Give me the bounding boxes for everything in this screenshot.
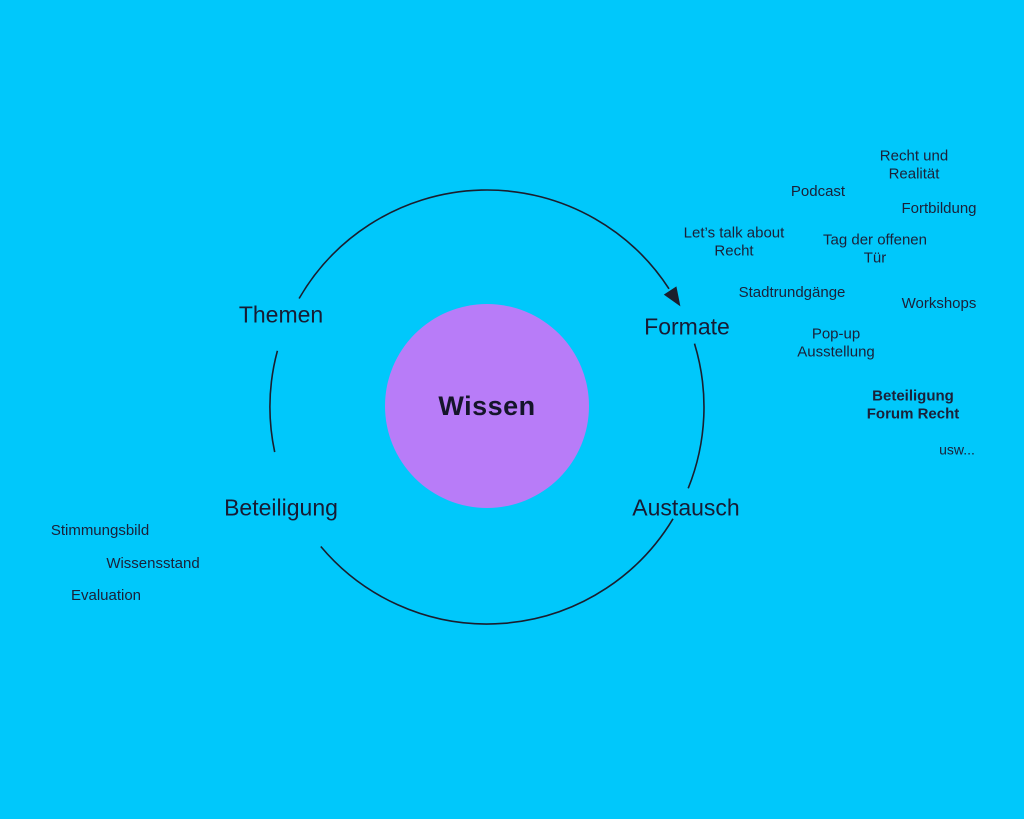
format-label-lets-talk-about-recht: Let’s talk about Recht: [683, 224, 785, 260]
format-label-usw: usw...: [939, 441, 975, 458]
ring-label-formate: Formate: [644, 313, 730, 340]
center-circle: Wissen: [385, 304, 589, 508]
format-label-beteiligung-forum-recht: Beteiligung Forum Recht: [866, 387, 960, 423]
cycle-arc-right: [687, 343, 705, 489]
format-label-recht-und-realitaet: Recht und Realität: [879, 147, 949, 183]
format-label-tag-der-offenen-tuer: Tag der offenen Tür: [823, 231, 927, 267]
format-label-fortbildung: Fortbildung: [901, 199, 977, 217]
format-label-popup-ausstellung: Pop-up Ausstellung: [797, 325, 875, 361]
beteiligung-label-wissensstand: Wissensstand: [106, 554, 200, 572]
beteiligung-label-stimmungsbild: Stimmungsbild: [50, 521, 150, 539]
cycle-arc-left: [269, 350, 279, 453]
ring-label-themen: Themen: [238, 301, 324, 328]
format-label-podcast: Podcast: [790, 182, 846, 200]
format-label-workshops: Workshops: [901, 294, 977, 312]
center-label: Wissen: [438, 390, 536, 421]
beteiligung-label-evaluation: Evaluation: [70, 586, 142, 604]
cycle-arc-top: [298, 189, 670, 299]
cycle-arc-bottom: [320, 518, 674, 625]
ring-label-austausch: Austausch: [632, 494, 740, 521]
clockwise-arrowhead-icon: [663, 286, 681, 307]
ring-label-beteiligung: Beteiligung: [224, 494, 338, 521]
format-label-stadtrundgaenge: Stadtrundgänge: [738, 283, 846, 301]
